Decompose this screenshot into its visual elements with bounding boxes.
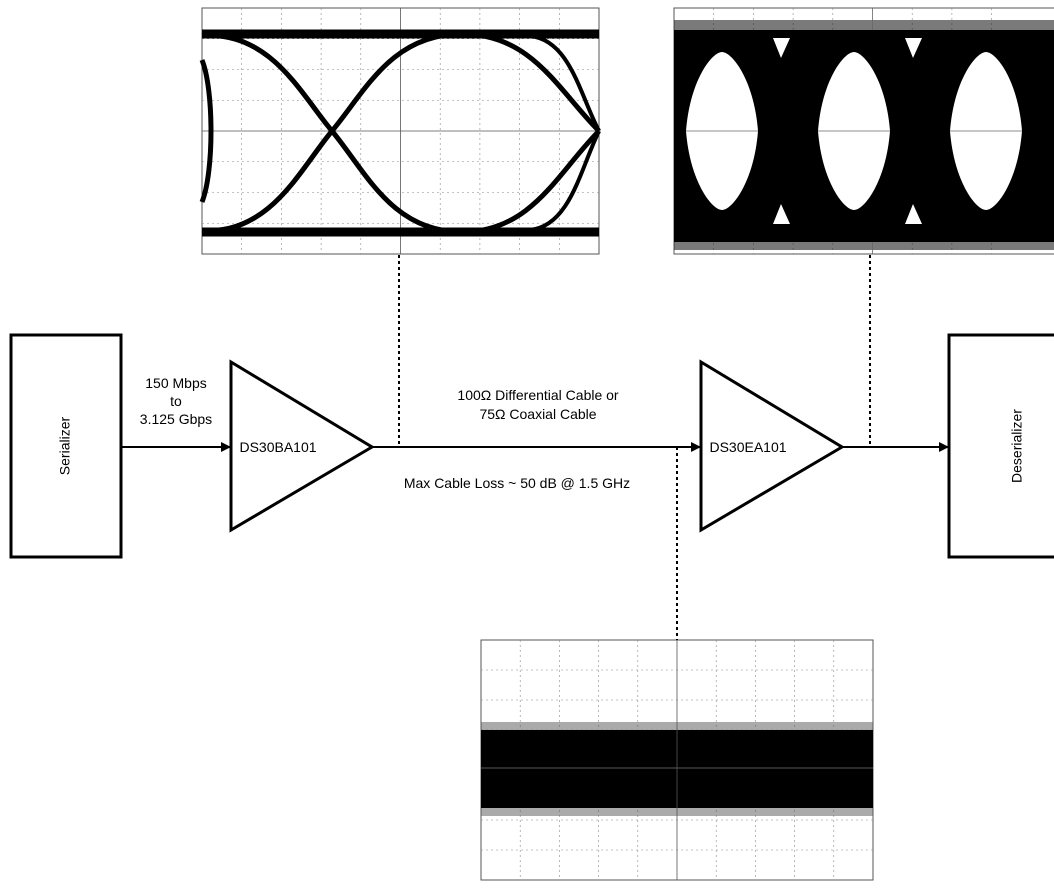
eye-diagram-equalizer-output [673, 7, 1054, 255]
eye-diagram-driver-output [199, 7, 601, 255]
eye1-grid [202, 8, 599, 254]
eye1-traces [199, 29, 601, 237]
serializer-block: Serializer [9, 333, 123, 559]
cable-label-line2: 75Ω Coaxial Cable [479, 406, 596, 422]
eye2-center-axes [686, 8, 1022, 254]
deserializer-block: Deserializer [947, 333, 1054, 559]
driver-amplifier: DS30BA101 [229, 359, 375, 533]
cable-label-line1: 100Ω Differential Cable or [457, 387, 619, 403]
rate-label-line2: to [170, 393, 182, 409]
equalizer-amplifier: DS30EA101 [699, 359, 845, 533]
deserializer-label: Deserializer [1009, 409, 1025, 483]
serializer-label: Serializer [57, 416, 73, 475]
rate-label-line3: 3.125 Gbps [140, 411, 212, 427]
eye-diagram-cable-end [480, 639, 874, 881]
probe-lines [398, 255, 871, 640]
rate-label-line1: 150 Mbps [145, 375, 206, 391]
cable-loss-label: Max Cable Loss ~ 50 dB @ 1.5 GHz [404, 475, 630, 491]
driver-label: DS30BA101 [239, 439, 316, 455]
equalizer-label: DS30EA101 [709, 439, 786, 455]
